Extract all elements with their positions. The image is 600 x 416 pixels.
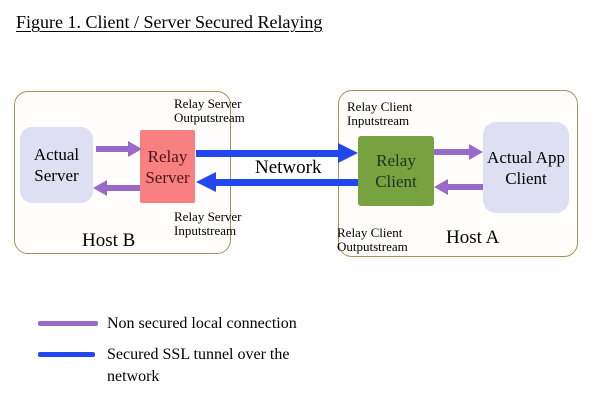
legend-blue-line-icon <box>38 352 95 357</box>
legend-secured-label: Secured SSL tunnel over the network <box>107 346 290 385</box>
arrow-left-icon <box>434 179 448 195</box>
host-a-label: Host A <box>446 227 500 248</box>
arrow-right-icon <box>338 143 358 163</box>
arrow-right-icon <box>469 144 483 160</box>
legend-purple-line-icon <box>38 321 98 326</box>
relay-server-box: Relay Server <box>140 130 195 203</box>
relay-server-inputstream-label: Relay Server Inputstream <box>174 209 242 238</box>
actual-server-box: Actual Server <box>20 127 93 203</box>
host-b-label: Host B <box>82 230 136 251</box>
figure-title: Figure 1. Client / Server Secured Relayi… <box>16 12 323 32</box>
relay-server-outputstream-label: Relay Server Outputstream <box>174 96 245 125</box>
arrow-left-icon <box>93 180 107 196</box>
legend-non-secured-label: Non secured local connection <box>107 315 297 332</box>
relay-client-inputstream-label: Relay Client Inputstream <box>347 99 413 128</box>
actual-app-client-box: Actual App Client <box>483 122 569 213</box>
relay-client-outputstream-label: Relay Client Outputstream <box>337 225 408 254</box>
arrow-right-icon <box>128 141 142 157</box>
relay-client-box: Relay Client <box>358 136 434 206</box>
network-label: Network <box>255 157 322 178</box>
arrow-left-icon <box>196 172 216 192</box>
